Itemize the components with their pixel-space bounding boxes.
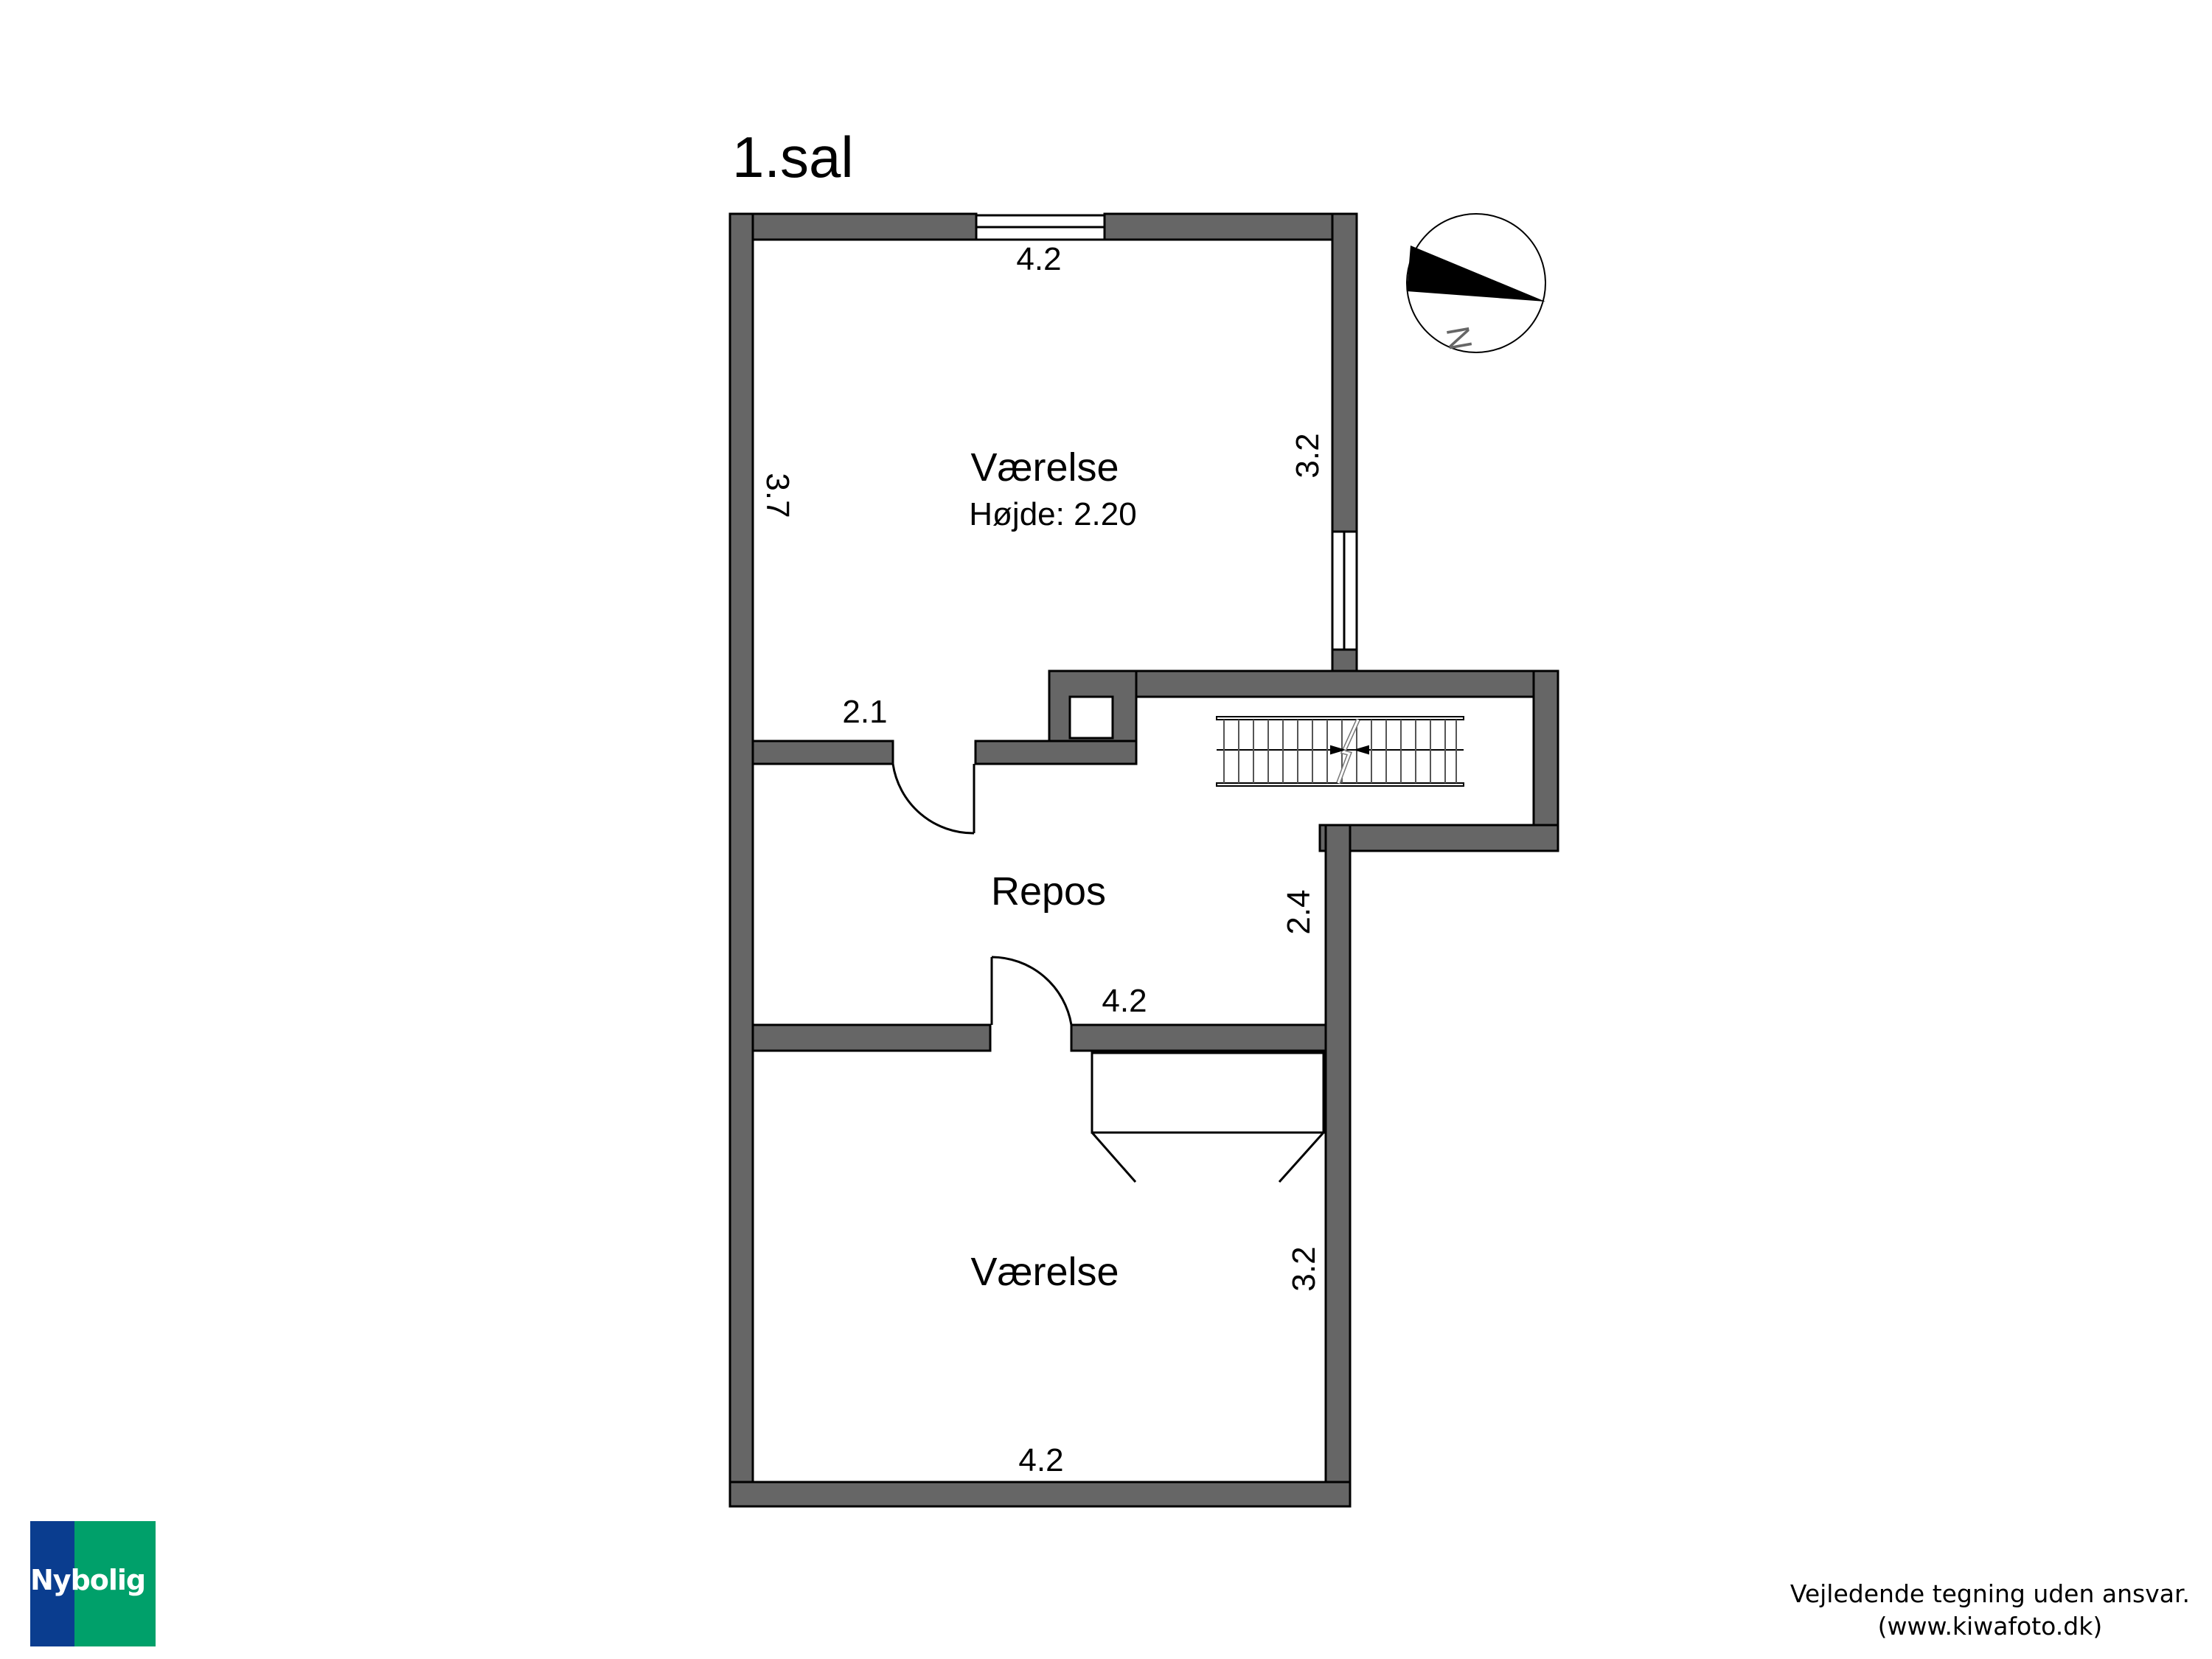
- compass-icon: N: [1406, 213, 1546, 353]
- door-top: [891, 763, 975, 835]
- walls: [728, 212, 1559, 1508]
- room-label-vaerelse-bottom: Værelse: [970, 1250, 1119, 1294]
- nybolig-logo: Nybolig: [30, 1521, 156, 1646]
- dim-top-room-right: 3.2: [1290, 433, 1326, 478]
- dim-bottom-room-width: 4.2: [1018, 1442, 1063, 1478]
- window-top: [975, 214, 1106, 241]
- staircase: [1216, 716, 1464, 787]
- room-label-repos: Repos: [991, 869, 1106, 914]
- room-height-label: Højde: 2.20: [969, 496, 1136, 532]
- logo-text: Nybolig: [30, 1564, 146, 1596]
- dim-top-room-width: 4.2: [1016, 241, 1061, 277]
- disclaimer-line2: (www.kiwafoto.dk): [1877, 1612, 2103, 1641]
- logo-green-block: [74, 1521, 156, 1646]
- room-label-vaerelse-top: Værelse: [970, 445, 1119, 490]
- door-bottom: [990, 956, 1073, 1026]
- dim-top-room-bottom-left: 2.1: [842, 694, 887, 730]
- disclaimer-line1: Vejledende tegning uden ansvar.: [1790, 1579, 2190, 1608]
- floor-title: 1.sal: [732, 125, 854, 189]
- dim-bottom-room-right: 3.2: [1286, 1246, 1322, 1291]
- window-right: [1331, 530, 1358, 651]
- disclaimer: Vejledende tegning uden ansvar. (www.kiw…: [1790, 1578, 2190, 1643]
- logo-blue-block: [30, 1521, 74, 1646]
- shaft: [1068, 695, 1114, 740]
- dim-repos-bottom: 4.2: [1102, 983, 1147, 1019]
- wardrobe: [1091, 1051, 1325, 1183]
- dim-top-room-left: 3.7: [759, 473, 796, 518]
- dim-repos-right: 2.4: [1281, 889, 1317, 934]
